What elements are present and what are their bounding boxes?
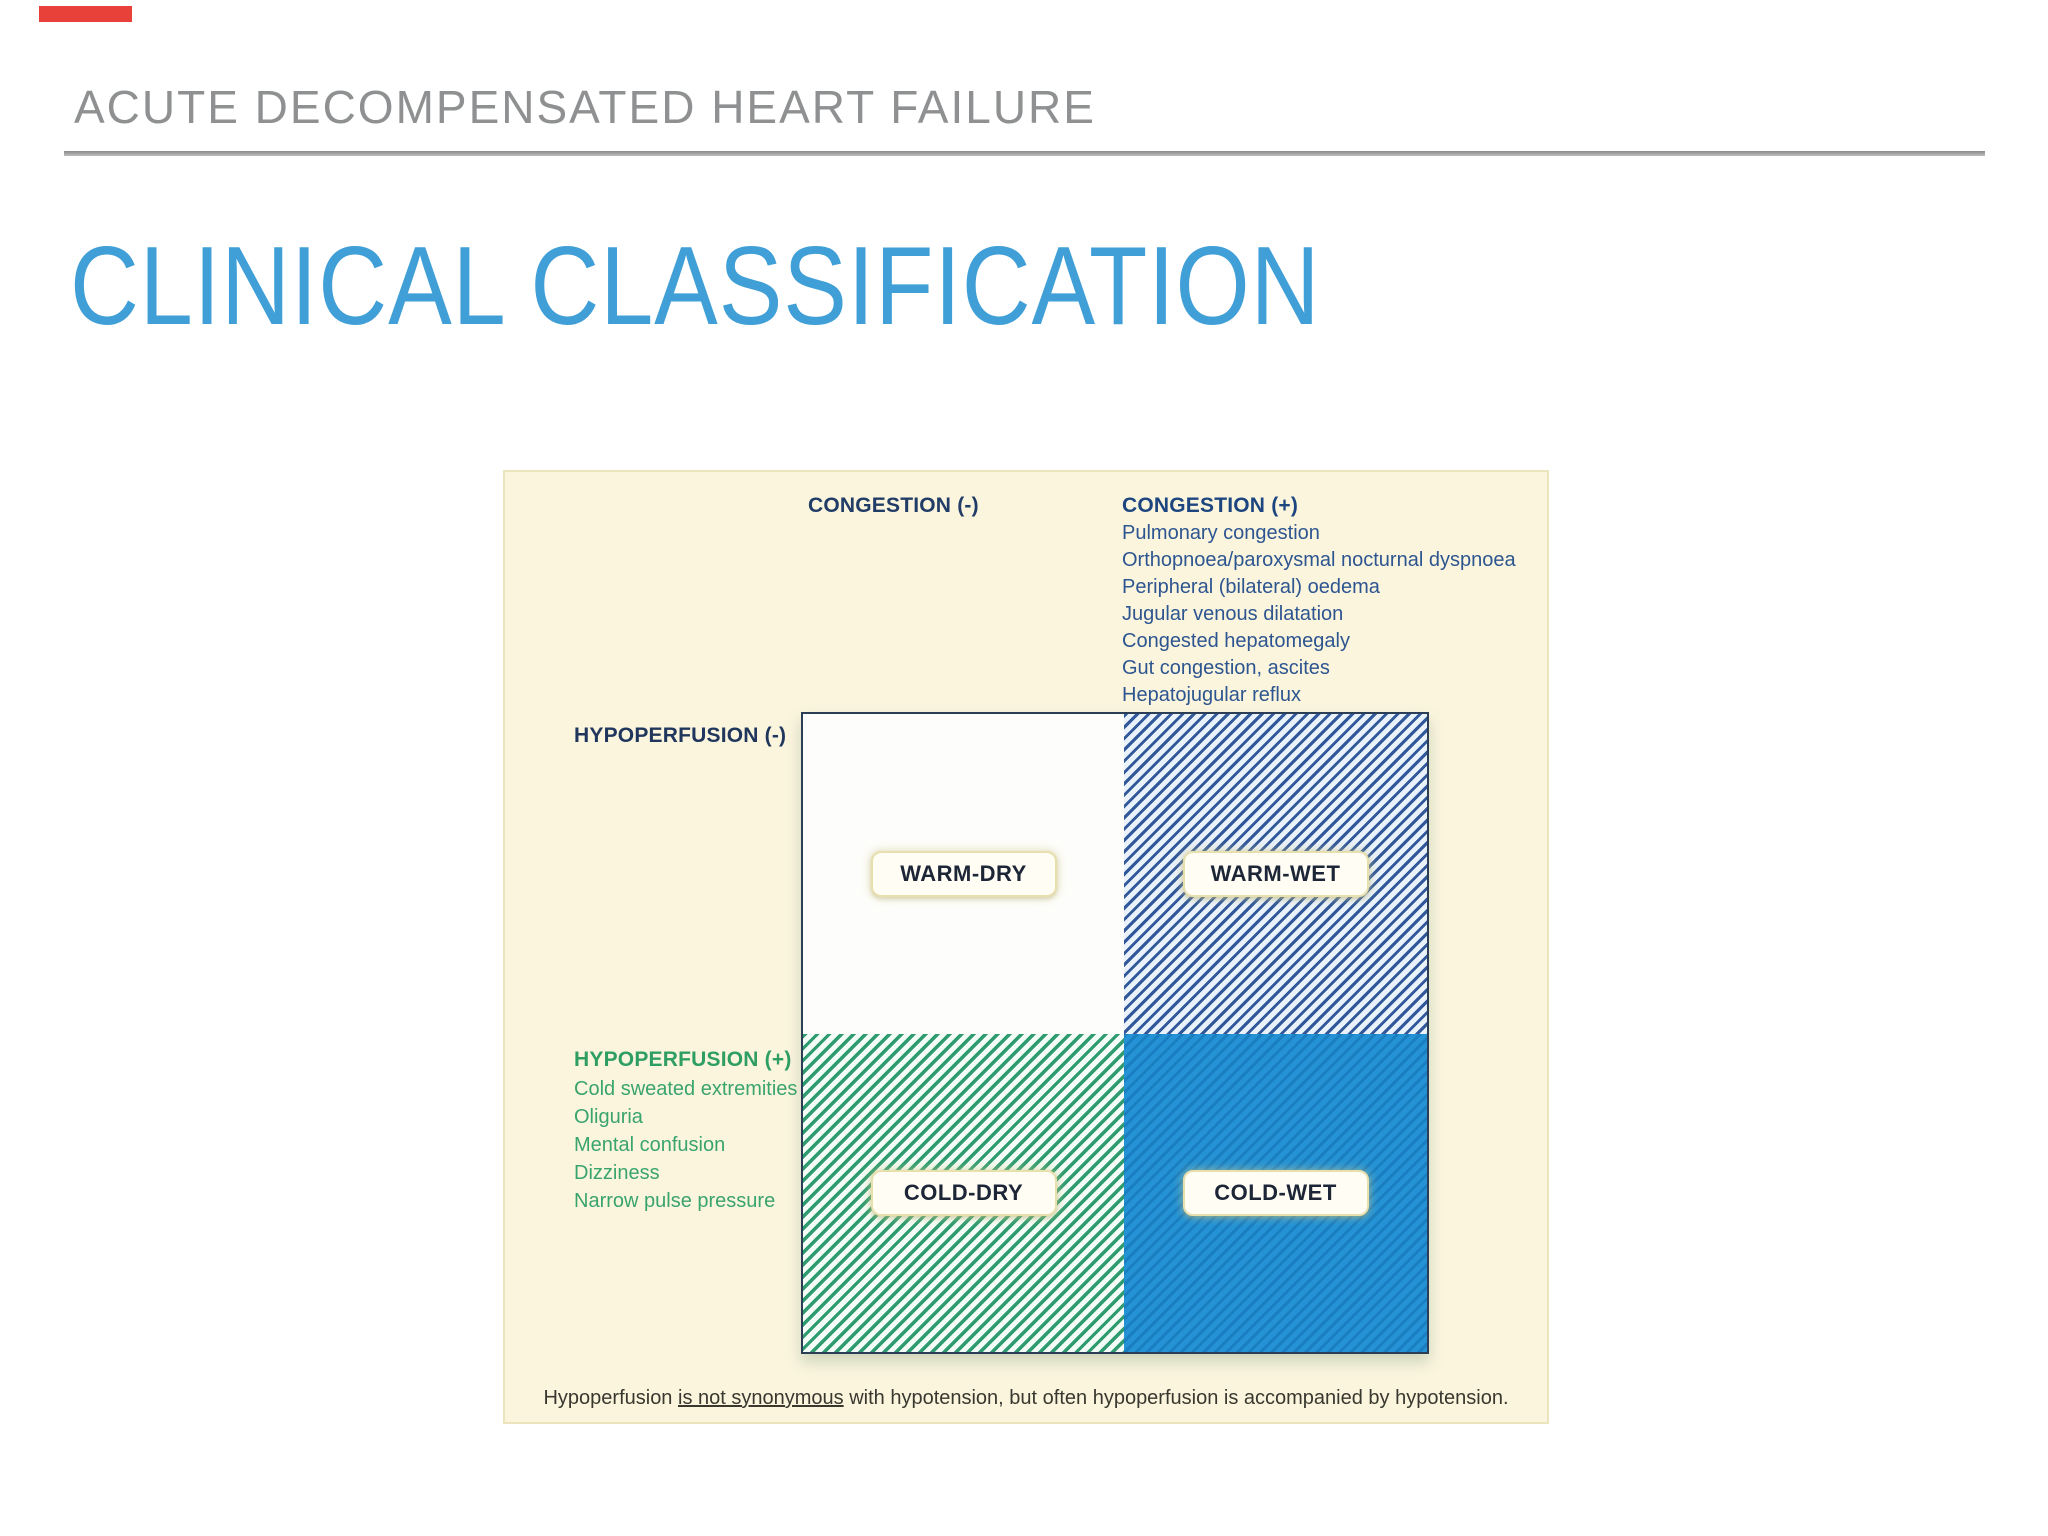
hypoperfusion-sign-item: Dizziness xyxy=(574,1162,660,1184)
congestion-sign-item: Hepatojugular reflux xyxy=(1122,684,1301,706)
congestion-sign-item: Gut congestion, ascites xyxy=(1122,657,1330,679)
axis-hypoperfusion-negative: HYPOPERFUSION (-) xyxy=(574,724,787,747)
header-divider xyxy=(64,151,1985,156)
quadrant-label-cold-dry: COLD-DRY xyxy=(870,1170,1057,1216)
quadrant-cold-dry: COLD-DRY xyxy=(803,1034,1124,1352)
congestion-sign-item: Congested hepatomegaly xyxy=(1122,630,1350,652)
quadrant-warm-wet: WARM-WET xyxy=(1124,714,1427,1034)
footnote-text: Hypoperfusion xyxy=(543,1387,678,1409)
slide-title: CLINICAL CLASSIFICATION xyxy=(70,224,1321,348)
hypoperfusion-sign-item: Oliguria xyxy=(574,1106,643,1128)
hypoperfusion-sign-item: Cold sweated extremities xyxy=(574,1078,798,1100)
hypoperfusion-signs-list: Cold sweated extremities Oliguria Mental… xyxy=(574,1075,797,1215)
quadrant-label-warm-wet: WARM-WET xyxy=(1182,851,1369,897)
quadrant-label-cold-wet: COLD-WET xyxy=(1182,1170,1369,1216)
congestion-sign-item: Pulmonary congestion xyxy=(1122,522,1320,544)
quadrant-cold-wet: COLD-WET xyxy=(1124,1034,1427,1352)
quadrant-warm-dry: WARM-DRY xyxy=(803,714,1124,1034)
diagram-footnote: Hypoperfusion is not synonymous with hyp… xyxy=(505,1387,1547,1410)
congestion-sign-item: Orthopnoea/paroxysmal nocturnal dyspnoea xyxy=(1122,549,1516,571)
axis-congestion-negative: CONGESTION (-) xyxy=(808,494,979,517)
hypoperfusion-sign-item: Mental confusion xyxy=(574,1134,726,1156)
congestion-sign-item: Peripheral (bilateral) oedema xyxy=(1122,576,1380,598)
hypoperfusion-sign-item: Narrow pulse pressure xyxy=(574,1190,776,1212)
quadrant-grid: WARM-DRY WARM-WET COLD-DRY COLD-WET xyxy=(801,712,1429,1354)
slide-kicker: ACUTE DECOMPENSATED HEART FAILURE xyxy=(74,81,1096,133)
congestion-signs-list: Pulmonary congestion Orthopnoea/paroxysm… xyxy=(1122,520,1516,709)
axis-hypoperfusion-positive: HYPOPERFUSION (+) xyxy=(574,1048,792,1071)
footnote-underlined-text: is not synonymous xyxy=(678,1387,844,1409)
footnote-text: with hypotension, but often hypoperfusio… xyxy=(843,1387,1509,1409)
red-marker-bar xyxy=(39,6,132,22)
classification-diagram-panel: CONGESTION (-) CONGESTION (+) Pulmonary … xyxy=(503,470,1549,1424)
axis-congestion-positive: CONGESTION (+) xyxy=(1122,494,1299,517)
quadrant-label-warm-dry: WARM-DRY xyxy=(870,851,1057,897)
congestion-sign-item: Jugular venous dilatation xyxy=(1122,603,1344,625)
